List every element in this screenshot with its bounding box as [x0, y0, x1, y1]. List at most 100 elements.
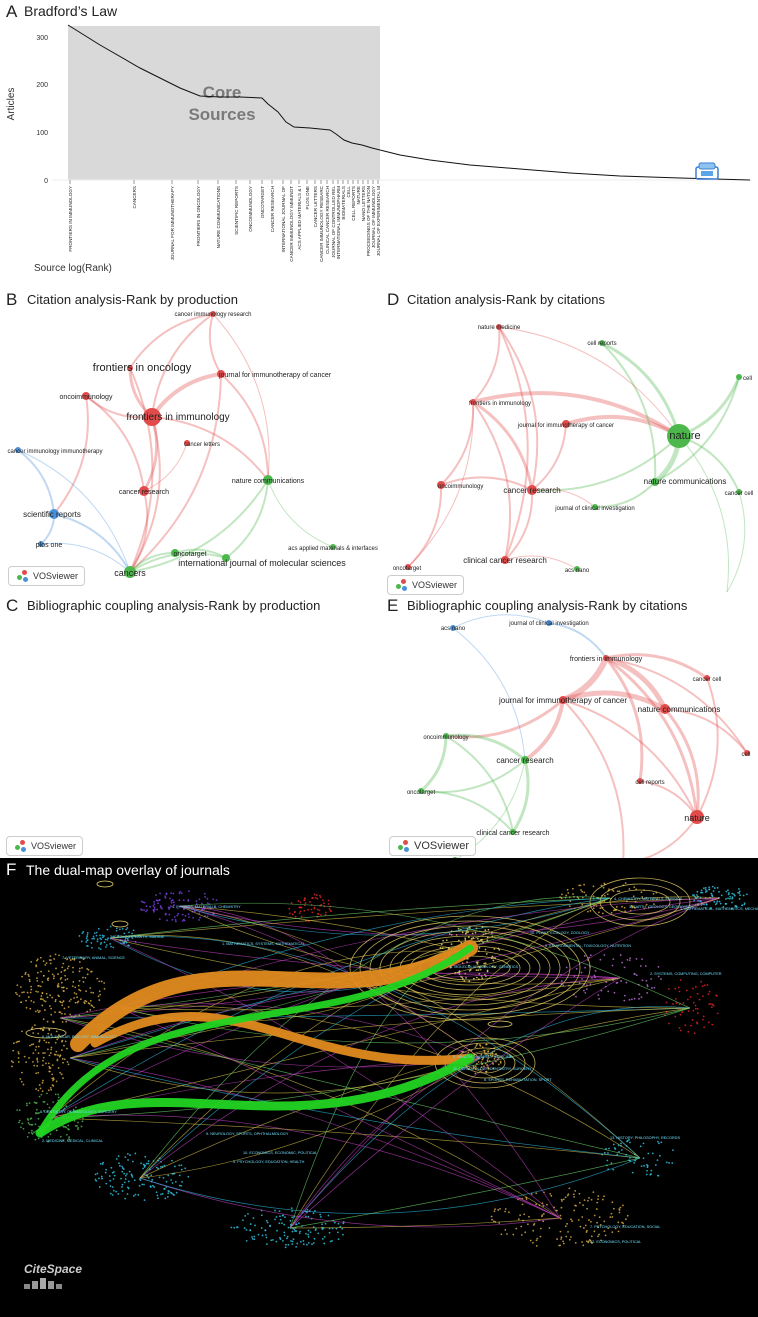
- journal-dot: [469, 927, 471, 929]
- network-node[interactable]: [143, 408, 161, 426]
- source-tick-label: CANCER IMMUNOLOGY RESEARC: [319, 185, 324, 262]
- journal-dot: [692, 1009, 695, 1012]
- network-node[interactable]: [574, 566, 580, 572]
- network-node[interactable]: [127, 365, 133, 371]
- network-node[interactable]: [443, 733, 449, 739]
- journal-dot: [289, 1219, 292, 1222]
- journal-dot: [28, 1123, 31, 1126]
- journal-dot: [678, 990, 681, 993]
- journal-dot: [54, 1000, 57, 1003]
- journal-dot: [54, 1093, 57, 1096]
- journal-dot: [17, 1057, 20, 1059]
- journal-dot: [115, 1190, 118, 1193]
- journal-dot: [36, 1058, 39, 1061]
- network-node[interactable]: [496, 324, 502, 330]
- journal-dot: [639, 965, 642, 967]
- network-node[interactable]: [599, 340, 605, 346]
- journal-dot: [170, 1179, 173, 1181]
- journal-dot: [36, 958, 39, 961]
- journal-dot: [145, 910, 147, 913]
- network-node[interactable]: [184, 440, 190, 446]
- network-node[interactable]: [210, 311, 216, 317]
- network-node[interactable]: [667, 424, 691, 448]
- journal-dot: [62, 986, 65, 989]
- network-node[interactable]: [637, 778, 643, 784]
- left-map-label: 1. MATHEMATICS, SYSTEMS, MATHEMATICAL: [222, 942, 305, 946]
- network-node[interactable]: [559, 696, 567, 704]
- journal-dot: [711, 1023, 714, 1026]
- vosviewer-text: VOSviewer: [412, 580, 458, 590]
- network-node[interactable]: [171, 549, 179, 557]
- journal-dot: [612, 1168, 615, 1171]
- network-node[interactable]: [744, 750, 750, 756]
- citation-ellipse: [349, 915, 591, 1021]
- network-node[interactable]: [49, 509, 59, 519]
- journal-dot: [51, 1073, 54, 1076]
- journal-dot: [61, 1012, 63, 1015]
- journal-dot: [287, 1226, 290, 1229]
- network-node[interactable]: [736, 489, 742, 495]
- network-node[interactable]: [527, 485, 537, 495]
- journal-dot: [738, 890, 741, 893]
- journal-dot: [284, 1216, 286, 1219]
- network-node[interactable]: [452, 857, 458, 858]
- journal-dot: [62, 1139, 65, 1142]
- journal-dot: [62, 1000, 65, 1002]
- network-node[interactable]: [660, 704, 670, 714]
- network-node[interactable]: [38, 541, 44, 547]
- network-node[interactable]: [405, 564, 411, 570]
- network-node[interactable]: [603, 655, 609, 661]
- journal-dot: [575, 995, 577, 998]
- journal-dot: [644, 965, 647, 967]
- journal-dot: [287, 1243, 290, 1246]
- journal-dot: [464, 937, 467, 940]
- journal-dot: [440, 943, 443, 946]
- network-link: [129, 367, 154, 573]
- network-node[interactable]: [418, 788, 424, 794]
- network-node[interactable]: [124, 566, 136, 578]
- journal-dot: [249, 1223, 252, 1225]
- network-node[interactable]: [736, 374, 742, 380]
- journal-dot: [728, 892, 730, 894]
- network-node[interactable]: [222, 554, 230, 562]
- network-node[interactable]: [546, 620, 552, 626]
- network-node[interactable]: [510, 829, 516, 835]
- network-node[interactable]: [562, 420, 570, 428]
- network-node[interactable]: [15, 447, 21, 453]
- journal-dot: [487, 1050, 489, 1053]
- network-node[interactable]: [437, 481, 445, 489]
- network-link: [40, 542, 131, 573]
- journal-dot: [674, 987, 677, 990]
- network-node[interactable]: [470, 399, 476, 405]
- source-tick-label: CELL: [346, 186, 351, 198]
- journal-dot: [565, 966, 568, 969]
- network-node-label: oncotarget: [393, 566, 422, 572]
- network-node[interactable]: [521, 756, 529, 764]
- network-node[interactable]: [592, 504, 598, 510]
- network-node[interactable]: [217, 370, 225, 378]
- journal-dot: [692, 1001, 695, 1004]
- journal-dot: [171, 1182, 174, 1184]
- network-node[interactable]: [450, 625, 456, 631]
- journal-dot: [318, 894, 321, 897]
- network-node[interactable]: [139, 486, 149, 496]
- network-link: [407, 484, 443, 568]
- network-node[interactable]: [501, 556, 509, 564]
- journal-dot: [30, 1043, 33, 1046]
- network-node[interactable]: [82, 392, 90, 400]
- citation-ellipse: [389, 935, 551, 1001]
- journal-dot: [623, 966, 626, 969]
- network-node[interactable]: [330, 544, 336, 550]
- source-tick-label: FRONTIERS IN ONCOLOGY: [196, 186, 201, 246]
- network-node[interactable]: [263, 475, 273, 485]
- network-link: [531, 488, 596, 508]
- network-node[interactable]: [690, 810, 704, 824]
- journal-dot: [17, 1052, 20, 1055]
- network-node[interactable]: [651, 478, 659, 486]
- journal-dot: [36, 979, 39, 982]
- journal-dot: [586, 1199, 589, 1202]
- journal-dot: [589, 909, 592, 912]
- journal-dot: [321, 1223, 323, 1226]
- journal-dot: [40, 995, 43, 997]
- network-node[interactable]: [704, 675, 710, 681]
